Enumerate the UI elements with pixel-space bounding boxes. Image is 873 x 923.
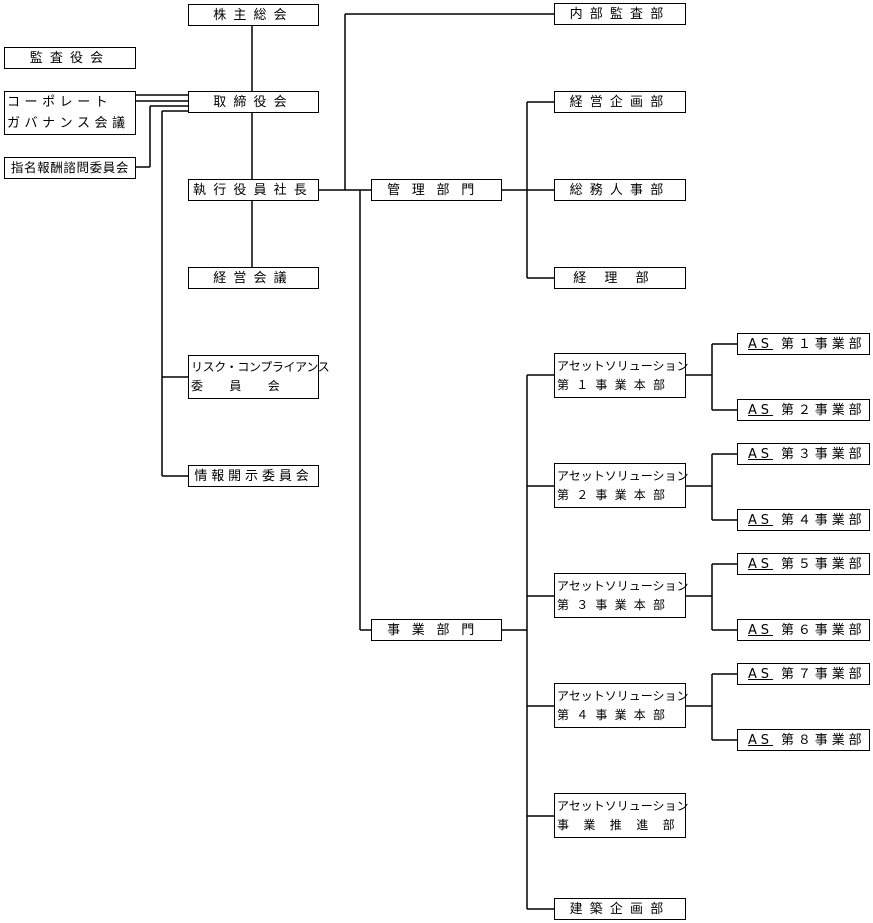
internal-audit-box: 内部監査部 xyxy=(554,3,686,25)
promotion-line2: 事業推進部 xyxy=(557,817,690,832)
as-prefix: AS xyxy=(748,622,773,638)
disclosure-committee-box: 情報開示委員会 xyxy=(188,465,319,487)
risk-committee-line2: 委員会 xyxy=(191,379,307,393)
hq4-box: アセットソリューション 第４事業本部 xyxy=(554,683,689,728)
as-prefix: AS xyxy=(748,512,773,528)
hq3-line1: アセットソリューション xyxy=(557,578,689,593)
as-prefix: AS xyxy=(748,732,773,748)
dept-label: 第８事業部 xyxy=(781,732,866,748)
as-dept1-box: AS 第１事業部 xyxy=(737,333,870,355)
hq4-line1: アセットソリューション xyxy=(557,688,689,703)
hq1-line2: 第１事業本部 xyxy=(557,377,673,392)
dept-label: 第３事業部 xyxy=(781,446,866,462)
general-affairs-hr-box: 総務人事部 xyxy=(554,179,686,201)
as-prefix: AS xyxy=(748,446,773,462)
hq2-line1: アセットソリューション xyxy=(557,468,689,483)
board-of-directors-box: 取締役会 xyxy=(188,91,319,113)
corporate-governance-council-box: コーポレート ガバナンス会議 xyxy=(4,91,136,135)
architecture-planning-box: 建築企画部 xyxy=(554,898,686,920)
hq4-line2: 第４事業本部 xyxy=(557,707,673,722)
dept-label: 第７事業部 xyxy=(781,666,866,682)
accounting-box: 経理部 xyxy=(554,267,686,289)
as-dept7-box: AS 第７事業部 xyxy=(737,663,870,685)
as-dept6-box: AS 第６事業部 xyxy=(737,619,870,641)
ceo-box: 執行役員社長 xyxy=(188,179,319,201)
dept-label: 第５事業部 xyxy=(781,556,866,572)
as-dept5-box: AS 第５事業部 xyxy=(737,553,870,575)
shareholders-meeting-box: 株主総会 xyxy=(188,4,319,26)
as-prefix: AS xyxy=(748,556,773,572)
as-dept4-box: AS 第４事業部 xyxy=(737,509,870,531)
audit-board-box: 監査役会 xyxy=(4,47,136,69)
dept-label: 第１事業部 xyxy=(781,336,866,352)
as-prefix: AS xyxy=(748,666,773,682)
as-prefix: AS xyxy=(748,402,773,418)
hq1-line1: アセットソリューション xyxy=(557,358,689,373)
administration-division-box: 管理部門 xyxy=(371,179,502,201)
hq3-line2: 第３事業本部 xyxy=(557,597,673,612)
hq3-box: アセットソリューション 第３事業本部 xyxy=(554,573,689,618)
management-meeting-box: 経営会議 xyxy=(188,267,319,289)
nomination-compensation-committee-box: 指名報酬諮問委員会 xyxy=(4,157,136,179)
cg-council-line1: コーポレート xyxy=(7,95,113,110)
risk-committee-line1: リスク・コンプライアンス xyxy=(191,360,330,374)
corporate-planning-box: 経営企画部 xyxy=(554,91,686,113)
dept-label: 第６事業部 xyxy=(781,622,866,638)
as-prefix: AS xyxy=(748,336,773,352)
hq2-line2: 第２事業本部 xyxy=(557,487,673,502)
hq1-box: アセットソリューション 第１事業本部 xyxy=(554,353,689,398)
cg-council-line2: ガバナンス会議 xyxy=(7,116,130,131)
as-dept2-box: AS 第２事業部 xyxy=(737,399,870,421)
as-dept8-box: AS 第８事業部 xyxy=(737,729,870,751)
dept-label: 第４事業部 xyxy=(781,512,866,528)
business-promotion-box: アセットソリューション 事業推進部 xyxy=(554,793,690,838)
risk-compliance-committee-box: リスク・コンプライアンス 委員会 xyxy=(188,355,330,399)
promotion-line1: アセットソリューション xyxy=(557,798,689,813)
dept-label: 第２事業部 xyxy=(781,402,866,418)
as-dept3-box: AS 第３事業部 xyxy=(737,443,870,465)
hq2-box: アセットソリューション 第２事業本部 xyxy=(554,463,689,508)
business-division-box: 事業部門 xyxy=(371,619,502,641)
